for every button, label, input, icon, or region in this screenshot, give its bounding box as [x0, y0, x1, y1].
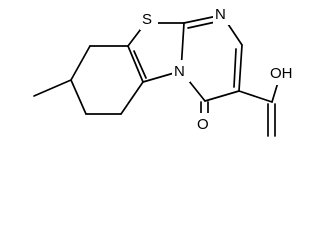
pyrimidine-nitrogen-label: N — [215, 6, 226, 23]
carboxylic-acid-label: OH — [270, 65, 293, 82]
keto-oxygen-mask — [195, 113, 213, 135]
sulfur-label-mask — [140, 8, 158, 30]
bond-methyl — [33, 79, 72, 97]
bond-acid-1 — [238, 90, 273, 103]
bond-ring-a4 — [120, 81, 144, 115]
molecule-drawing: S N N O OH — [33, 3, 296, 137]
bridge-nitrogen-label: N — [174, 63, 185, 80]
bond-thiazole-double — [133, 50, 147, 79]
bond-pyrimidine-4 — [204, 90, 240, 102]
sulfur-atom-label: S — [142, 11, 152, 28]
keto-oxygen-label: O — [197, 116, 209, 133]
bond-ring-a6 — [70, 79, 87, 115]
acid-oxygen-mask — [268, 63, 296, 85]
pyrimidine-nitrogen-mask — [213, 3, 231, 25]
bond-ring-a3 — [127, 45, 144, 83]
bridge-nitrogen-mask — [172, 60, 190, 82]
chemical-structure-canvas: S N N O OH — [33, 3, 296, 137]
bond-pyrimidine-double-3a — [233, 48, 237, 88]
bond-pyrimidine-3 — [238, 44, 243, 92]
bond-ring-a1 — [70, 45, 91, 81]
